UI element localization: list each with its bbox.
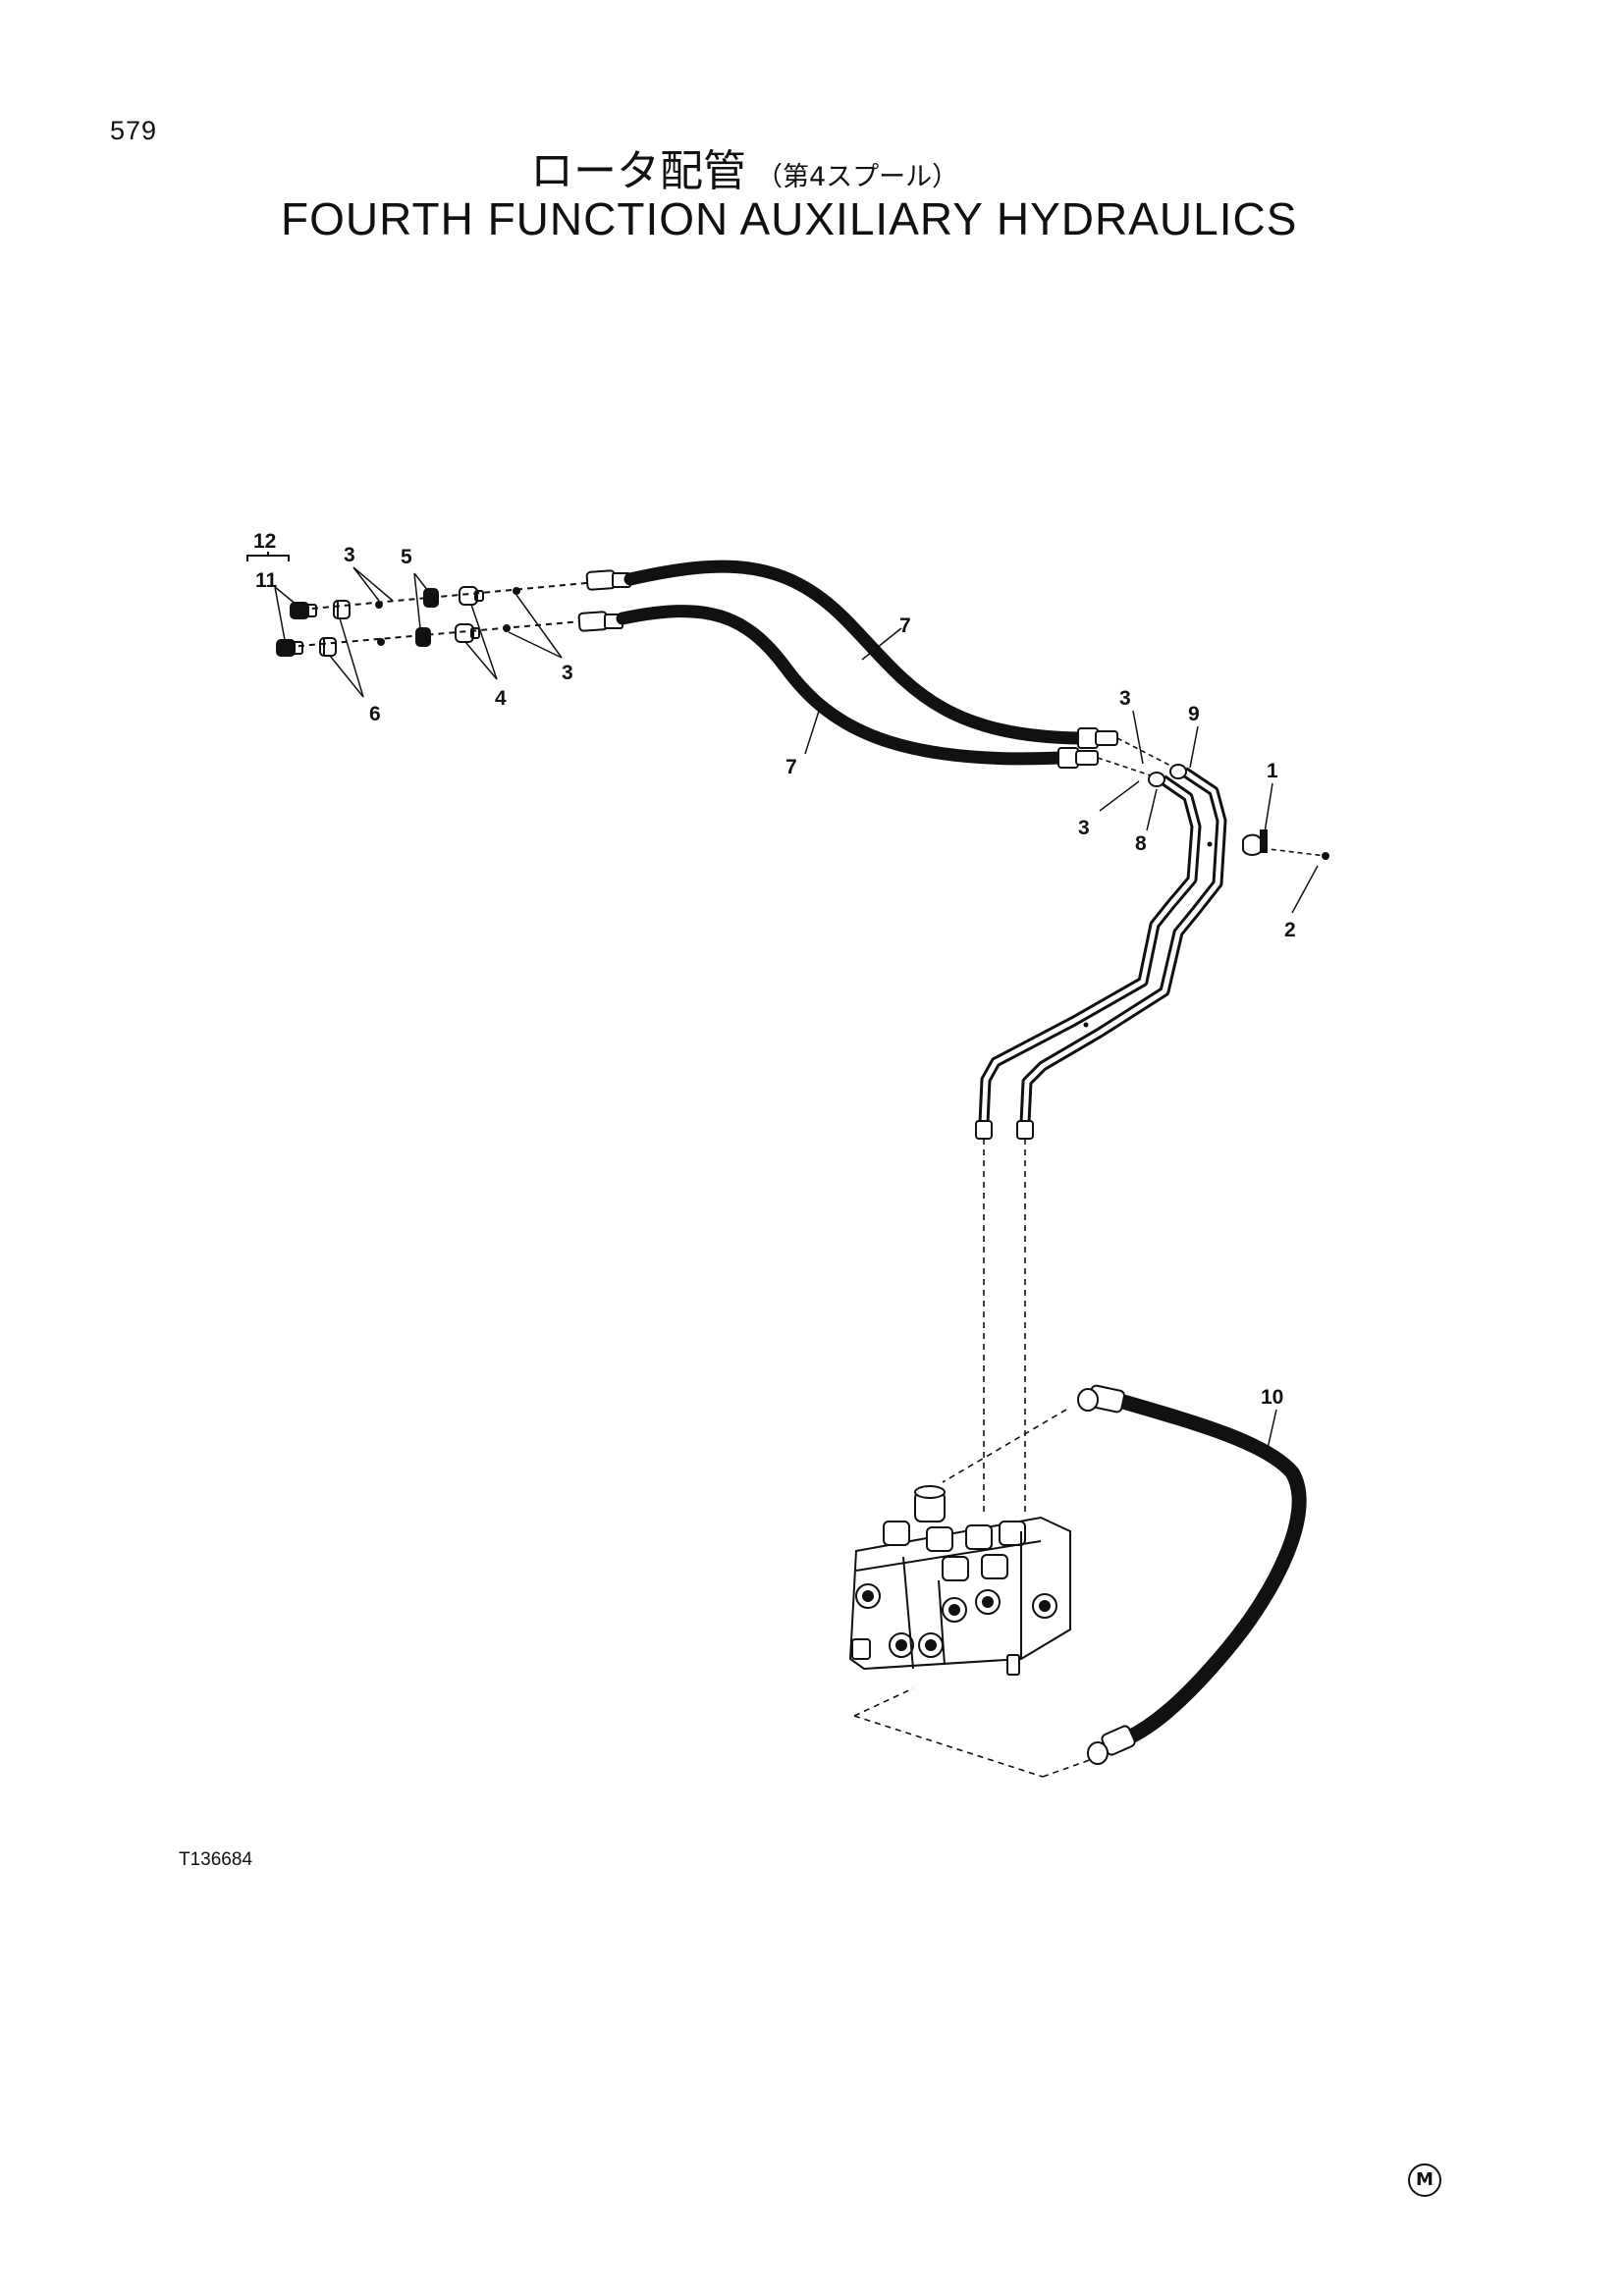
hose-7-lower xyxy=(577,605,1099,769)
o-ring-3 xyxy=(377,638,385,646)
fitting-5-top xyxy=(423,588,439,608)
o-ring-3 xyxy=(513,587,520,595)
tube-pair xyxy=(975,764,1227,1140)
clamp-1 xyxy=(1242,829,1268,856)
fitting-11-bottom xyxy=(276,639,303,657)
callout-10: 10 xyxy=(1261,1386,1283,1409)
fitting-4-top xyxy=(459,586,484,606)
callout-7: 7 xyxy=(899,614,911,637)
leader-lines xyxy=(804,627,1319,1454)
callout-7: 7 xyxy=(785,756,797,778)
hose-7-upper xyxy=(585,560,1118,749)
o-ring-3 xyxy=(375,601,383,609)
title-japanese-main: ロータ配管 xyxy=(530,146,746,196)
callout-4: 4 xyxy=(495,687,507,710)
callout-9: 9 xyxy=(1188,703,1200,725)
callout-3: 3 xyxy=(562,662,573,684)
callout-2: 2 xyxy=(1284,919,1296,941)
title-english: FOURTH FUNCTION AUXILIARY HYDRAULICS xyxy=(281,193,1298,244)
callout-3: 3 xyxy=(1078,817,1090,839)
control-valve xyxy=(848,1485,1071,1676)
title-japanese-sub: （第4スプール） xyxy=(756,161,959,192)
m-mark-badge: M xyxy=(1408,2163,1441,2197)
title-japanese: ロータ配管 （第4スプール） xyxy=(530,135,958,198)
callout-8: 8 xyxy=(1135,832,1147,855)
callout-3: 3 xyxy=(344,544,355,566)
callout-3: 3 xyxy=(1119,687,1131,710)
callout-5: 5 xyxy=(401,546,412,568)
page-number: 579 xyxy=(110,116,158,145)
fitting-assembly xyxy=(246,552,608,698)
fitting-6-bottom xyxy=(319,637,337,657)
figure-id: T136684 xyxy=(179,1849,253,1870)
callout-12: 12 xyxy=(253,530,276,553)
o-ring-3 xyxy=(503,624,511,632)
fitting-5-bottom xyxy=(415,627,431,647)
fitting-6-top xyxy=(333,600,351,619)
callout-6: 6 xyxy=(369,703,381,725)
hose-10 xyxy=(1077,1384,1307,1765)
fitting-11-top xyxy=(290,602,317,619)
callout-1: 1 xyxy=(1267,760,1278,782)
callout-11: 11 xyxy=(255,569,278,592)
bolt-2 xyxy=(1322,852,1329,860)
valve-connector-lines xyxy=(853,1139,1099,1778)
fitting-4-bottom xyxy=(455,623,480,643)
